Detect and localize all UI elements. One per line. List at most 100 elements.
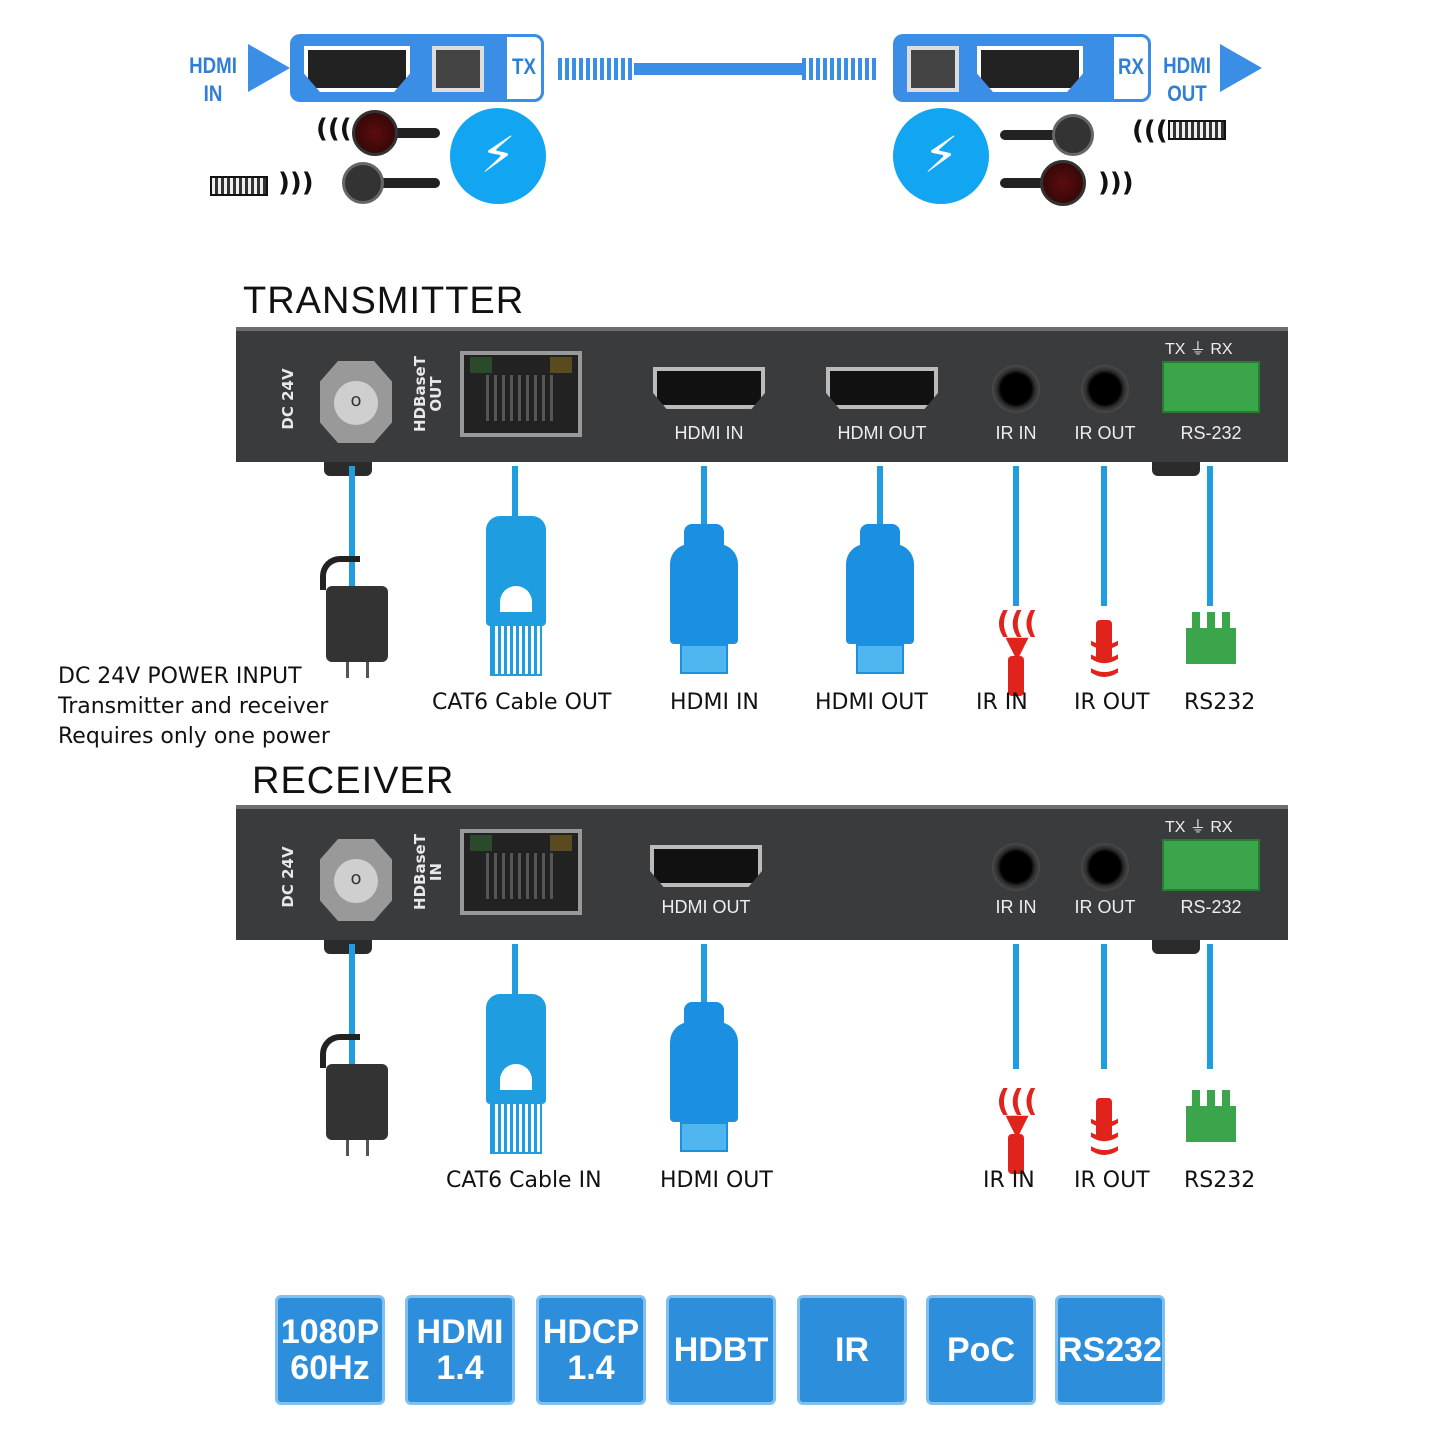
- activity-led: [550, 357, 572, 373]
- ir-wave-icon: ))): [278, 168, 314, 198]
- cable: [349, 944, 355, 1069]
- ir-plug-body: [1096, 620, 1112, 660]
- cat6-plug-icon: [480, 994, 552, 1154]
- hdmi-plug-icon: [670, 524, 738, 674]
- power-adapter-icon: [326, 1064, 388, 1156]
- port-label: HDMI OUT: [837, 423, 927, 443]
- rs232-terminal-block: [1162, 839, 1260, 891]
- ir-jack: [1081, 843, 1129, 891]
- panel-foot: [1152, 462, 1200, 476]
- rs232-pin-label: TX ⏚ RX: [1165, 341, 1233, 358]
- rs232-plug-icon: [1186, 1090, 1236, 1146]
- hdmi-plug-icon: [846, 524, 914, 674]
- plug-tip: [680, 1122, 728, 1152]
- ir-receiver-plug-icon: ((( ▼: [996, 606, 1038, 665]
- caption-cat6-cable-out: CAT6 Cable OUT: [432, 690, 612, 715]
- panel-foot: [1152, 940, 1200, 954]
- caption-ir-out: IR OUT: [1074, 1168, 1150, 1193]
- hdmi-plug-icon: [670, 1002, 738, 1152]
- hdmi-port: [650, 845, 762, 887]
- port-label: HDMI OUT: [661, 897, 751, 917]
- plug-body: [846, 544, 914, 644]
- hdmi-port: [826, 367, 938, 409]
- power-cord: [320, 556, 360, 590]
- tx-hdmi-in-label: HDMI IN: [189, 53, 237, 106]
- plug-clip: [500, 1064, 532, 1090]
- ir-jack: [992, 365, 1040, 413]
- plug-contacts: [490, 624, 542, 676]
- ir-emitter-icon: [342, 162, 384, 204]
- transmitter-title: TRANSMITTER: [243, 280, 525, 322]
- feature-badge: PoC: [926, 1295, 1036, 1405]
- ir-receiver-icon: [1040, 160, 1086, 206]
- dc-24v-label: DC 24V: [279, 368, 297, 430]
- ir-receiver-plug-icon: ((( ▼: [996, 1084, 1038, 1143]
- caption-hdmi-in: HDMI IN: [670, 690, 759, 715]
- panel-foot: [324, 462, 372, 476]
- remote-control-icon: [1168, 120, 1226, 140]
- cable: [1101, 466, 1107, 606]
- port-label: IR IN: [995, 423, 1037, 443]
- adapter-prong: [366, 662, 369, 678]
- panel-foot: [324, 940, 372, 954]
- feature-badge: 1080P 60Hz: [275, 1295, 385, 1405]
- remote-control-icon: [210, 176, 268, 196]
- network-cable-icon: [558, 58, 878, 80]
- ir-plug-body: [1096, 1098, 1112, 1138]
- feature-badge: HDMI 1.4: [405, 1295, 515, 1405]
- hdmi-port-icon: [304, 46, 410, 92]
- arrow-right-icon: [1220, 44, 1262, 92]
- terminal-screw: [1192, 1090, 1200, 1108]
- activity-led: [550, 835, 572, 851]
- ir-plug-body: [1008, 656, 1024, 696]
- cable: [1207, 466, 1213, 606]
- ethernet-port-icon: [907, 46, 959, 92]
- feature-badge: IR: [797, 1295, 907, 1405]
- caption-hdmi-out: HDMI OUT: [660, 1168, 773, 1193]
- terminal-plug-body: [1186, 1106, 1236, 1142]
- adapter-prong: [346, 662, 349, 678]
- plug-strain: [684, 1002, 724, 1026]
- hdbaset-rj45-port: [460, 829, 582, 915]
- plug-tip: [856, 644, 904, 674]
- rs232-terminal-block: [1162, 361, 1260, 413]
- poc-power-icon: ⚡: [450, 108, 546, 204]
- power-note-line: DC 24V POWER INPUT: [58, 664, 302, 689]
- ir-plug-body: [1008, 1134, 1024, 1174]
- port-label: IR IN: [995, 897, 1037, 917]
- hdbaset-label: HDBaseT IN: [411, 834, 445, 910]
- ir-wave-icon: ))): [1098, 168, 1134, 198]
- feature-badge: HDCP 1.4: [536, 1295, 646, 1405]
- power-note-line: Transmitter and receiver: [58, 694, 329, 719]
- caption-cat6-cable-in: CAT6 Cable IN: [446, 1168, 602, 1193]
- terminal-plug-body: [1186, 628, 1236, 664]
- link-led: [470, 835, 492, 851]
- caption-hdmi-out: HDMI OUT: [815, 690, 928, 715]
- ir-jack: [1081, 365, 1129, 413]
- cable: [349, 466, 355, 606]
- tx-unit-icon: TX: [290, 34, 544, 102]
- cable: [1013, 944, 1019, 1069]
- power-note-line: Requires only one power: [58, 724, 330, 749]
- plug-strain: [860, 524, 900, 548]
- cable: [1013, 466, 1019, 606]
- plug-contacts: [490, 1102, 542, 1154]
- rj45-pins: [486, 375, 556, 421]
- terminal-screw: [1222, 1090, 1230, 1108]
- plug-body: [670, 544, 738, 644]
- power-note: DC 24V POWER INPUT Transmitter and recei…: [58, 662, 330, 752]
- receiver-title: RECEIVER: [252, 760, 455, 802]
- cable: [1207, 944, 1213, 1069]
- dc-24v-label: DC 24V: [279, 846, 297, 908]
- rs232-plug-icon: [1186, 612, 1236, 668]
- ir-emitter-plug-icon: ))): [1087, 638, 1122, 680]
- adapter-prong: [346, 1140, 349, 1156]
- poc-power-icon: ⚡: [893, 108, 989, 204]
- plug-tip: [680, 644, 728, 674]
- terminal-screw: [1222, 612, 1230, 630]
- terminal-screw: [1207, 612, 1215, 630]
- adapter-prong: [366, 1140, 369, 1156]
- caption-ir-in: IR IN: [976, 690, 1028, 715]
- tx-label: TX: [512, 54, 536, 79]
